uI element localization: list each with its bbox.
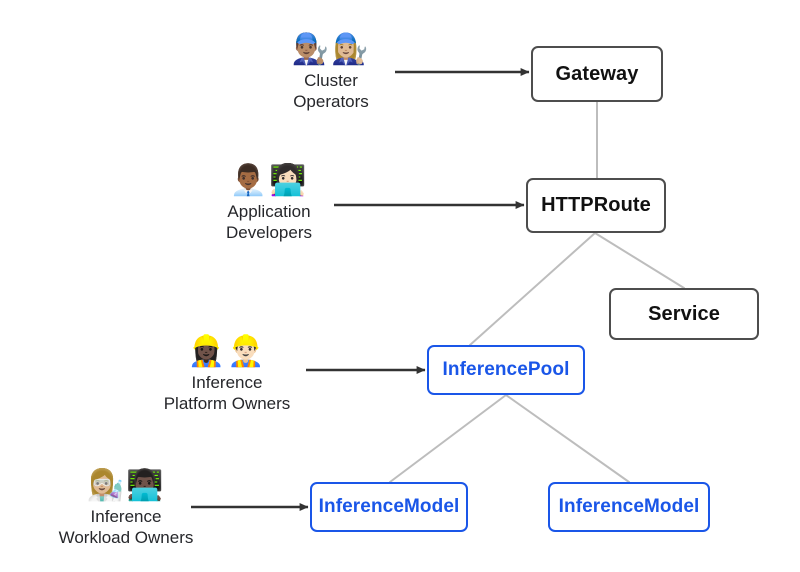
connector-httproute-to-inferencepool [469, 232, 596, 346]
persona-label-inference-workload-owners: Inference Workload Owners [58, 507, 194, 547]
persona-inference-workload-owners: 👩🏼‍🔬👨🏿‍💻 Inference Workload Owners [45, 468, 207, 548]
persona-label-application-developers: Application Developers [226, 202, 312, 242]
connector-inferencepool-to-inferencemodel-left [389, 394, 507, 483]
node-service[interactable]: Service [609, 288, 759, 340]
node-inferencepool[interactable]: InferencePool [427, 345, 585, 395]
node-inferencemodel-right[interactable]: InferenceModel [548, 482, 710, 532]
office-worker-icon: 👨🏾‍💼👩🏻‍💻 [229, 163, 309, 198]
scientist-icon: 👩🏼‍🔬👨🏿‍💻 [86, 468, 166, 503]
node-inferencemodel-left[interactable]: InferenceModel [310, 482, 468, 532]
persona-cluster-operators: 👨🏽‍🔧👩🏼‍🔧 Cluster Operators [258, 32, 404, 112]
connector-inferencepool-to-inferencemodel-right [505, 394, 630, 483]
persona-inference-platform-owners: 👷🏿‍♀️👷🏻‍♂️ Inference Platform Owners [152, 334, 302, 414]
node-httproute[interactable]: HTTPRoute [526, 178, 666, 233]
persona-arrows [191, 68, 530, 511]
persona-application-developers: 👨🏾‍💼👩🏻‍💻 Application Developers [196, 163, 342, 243]
node-gateway[interactable]: Gateway [531, 46, 663, 102]
connector-httproute-to-service [594, 232, 685, 289]
persona-label-cluster-operators: Cluster Operators [293, 71, 369, 111]
persona-label-inference-platform-owners: Inference Platform Owners [163, 373, 291, 413]
construction-worker-woman-icon: 👷🏿‍♀️👷🏻‍♂️ [187, 334, 267, 369]
mechanic-man-icon: 👨🏽‍🔧👩🏼‍🔧 [291, 32, 371, 67]
